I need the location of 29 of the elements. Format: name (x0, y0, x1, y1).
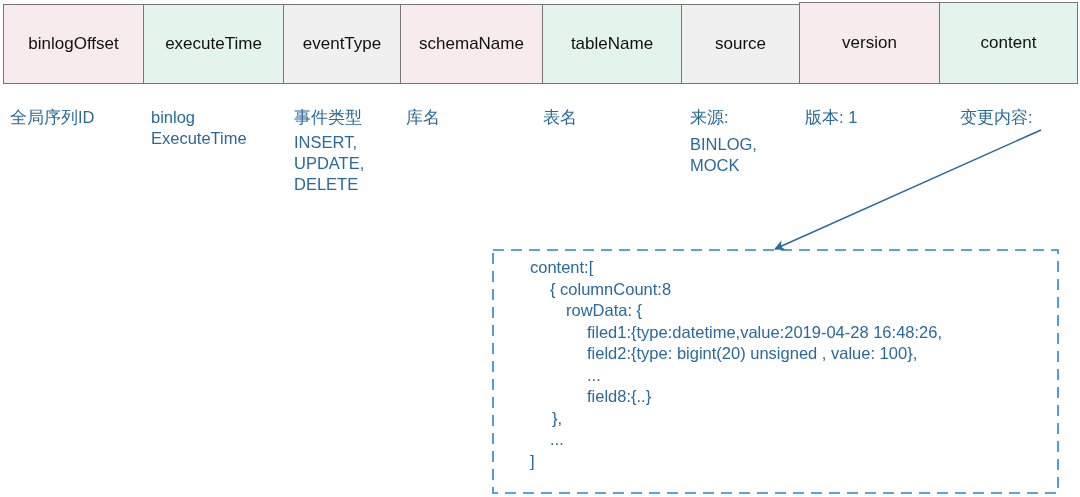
annotation-text: 表名 (543, 107, 577, 128)
annotation-text: 来源: (690, 107, 729, 128)
annotation-text: 版本: 1 (805, 107, 858, 128)
code-line: content:[ (530, 257, 594, 278)
code-line: field2:{type: bigint(20) unsigned , value: 100}, (587, 343, 918, 364)
code-line: rowData: { (566, 300, 643, 321)
code-line: { columnCount:8 (550, 278, 672, 300)
annotation-text: INSERT, UPDATE, DELETE (294, 132, 366, 195)
code-line: }, (552, 407, 563, 429)
table-cell: content (939, 2, 1078, 84)
annotation-text: 变更内容: (960, 107, 1033, 128)
table-cell: tableName (542, 4, 682, 84)
table-cell: version (799, 2, 940, 84)
code-line: ... (587, 364, 601, 386)
annotation-text: binlog ExecuteTime (151, 107, 248, 149)
annotation-text: 事件类型 (294, 107, 362, 128)
annotation-text: 库名 (406, 107, 440, 128)
annotation-text: BINLOG, MOCK (690, 134, 758, 176)
table-cell: eventType (283, 4, 401, 84)
code-line: filed1:{type:datetime,value:2019-04-28 16:48:26, (587, 321, 942, 343)
code-line: ] (530, 450, 535, 472)
table-cell: executeTime (143, 4, 284, 84)
code-line: field8:{..} (587, 386, 652, 407)
annotation-text: 全局序列ID (10, 107, 95, 128)
table-cell: schemaName (400, 4, 543, 84)
table-cell: source (681, 4, 800, 84)
code-line: ... (550, 429, 564, 450)
table-cell: binlogOffset (3, 4, 144, 84)
arrow (774, 129, 1042, 250)
